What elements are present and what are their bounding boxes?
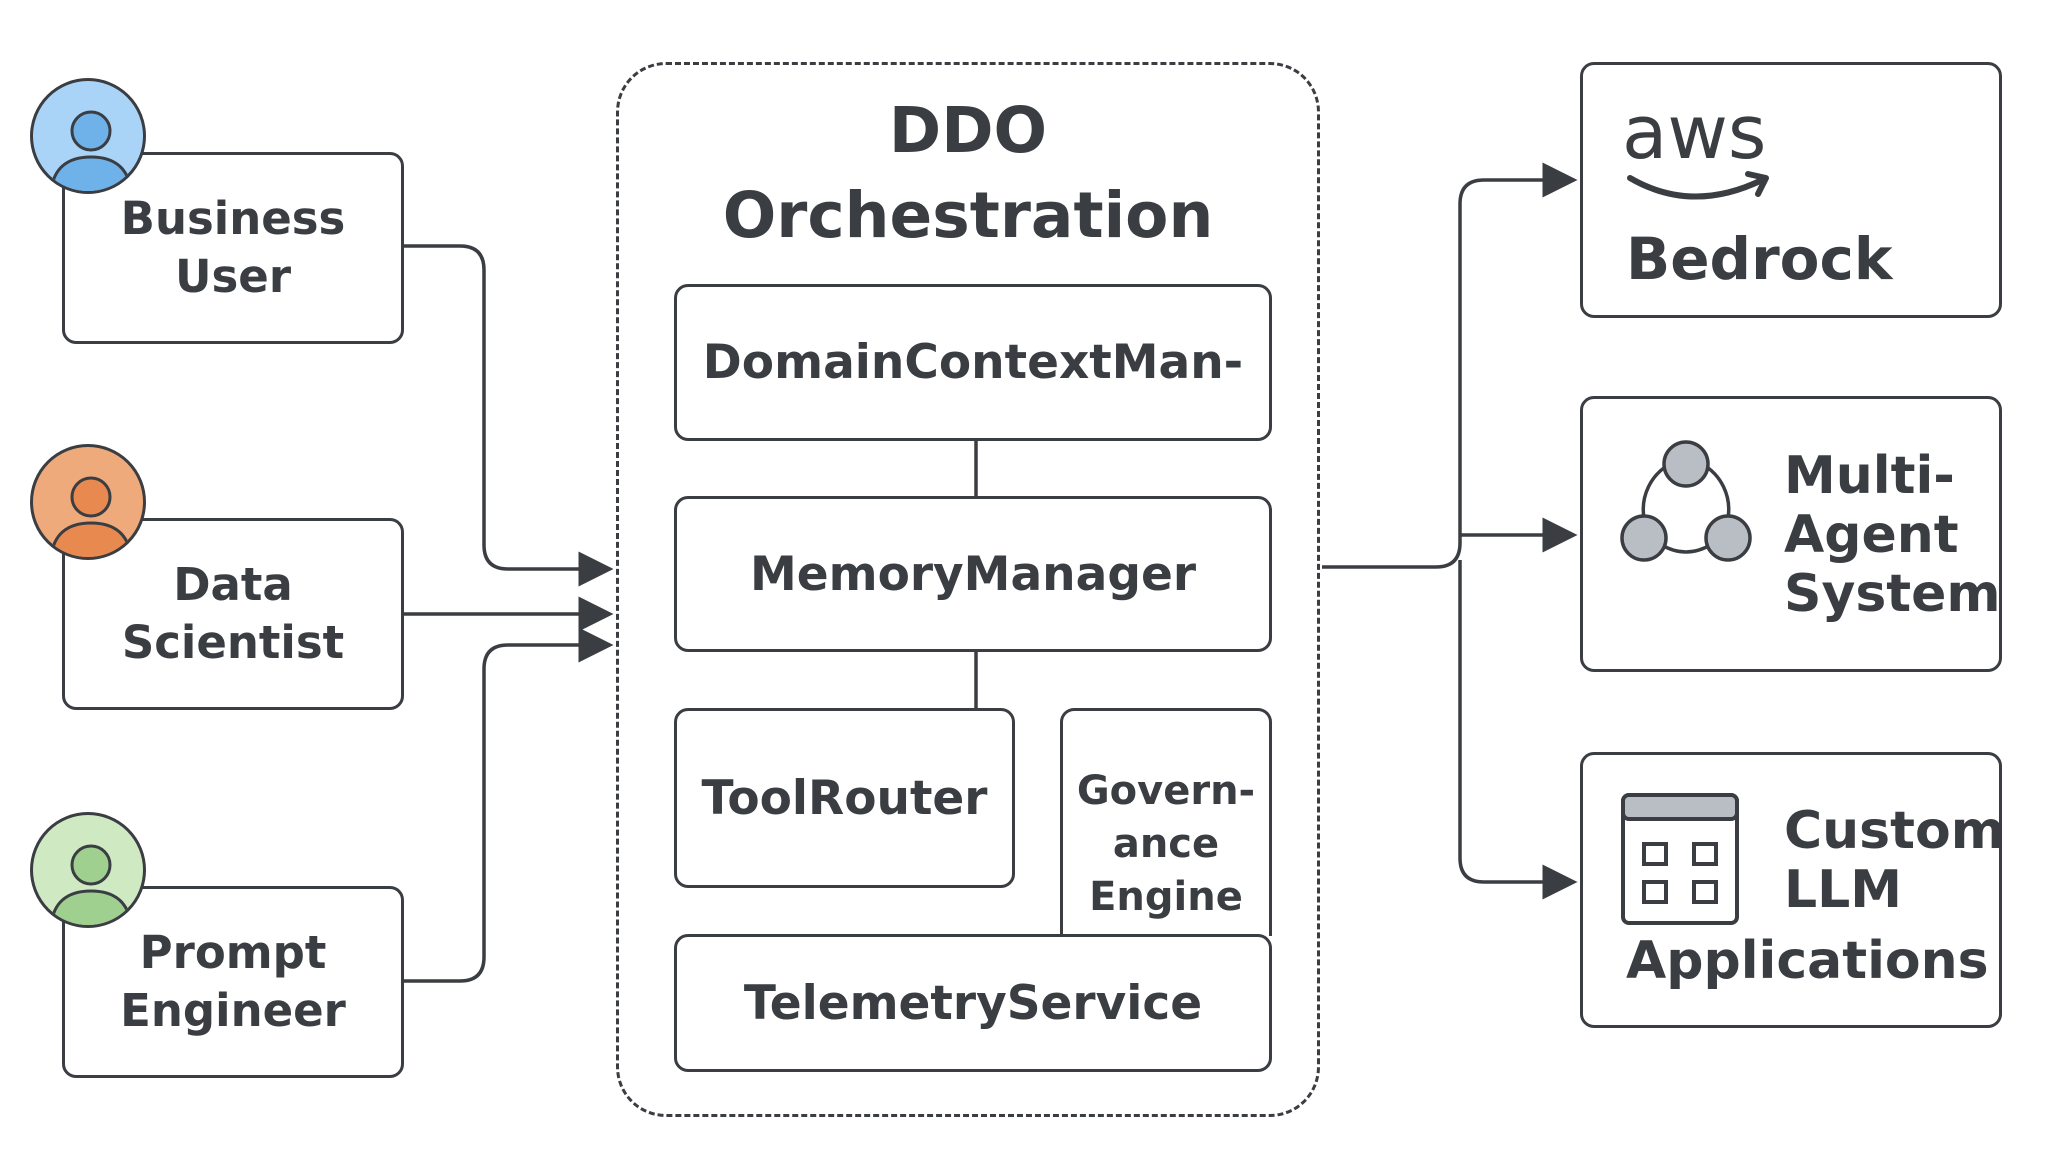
telemetry-service-box[interactable]: TelemetryService xyxy=(674,934,1272,1072)
multi-agent-label-1: Multi- xyxy=(1784,446,1955,506)
business-user-arrow xyxy=(404,244,614,587)
bedrock-label: Bedrock xyxy=(1626,225,1893,293)
data-scientist-label-1: Data xyxy=(173,558,293,611)
prompt-engineer-label-1: Prompt xyxy=(139,926,327,979)
business-user-label-2: User xyxy=(174,250,292,303)
custom-llm-arrow xyxy=(1458,560,1578,900)
business-user-label-1: Business xyxy=(120,192,346,245)
multi-agent-label-2: Agent xyxy=(1784,505,1959,565)
orchestration-title-line-2: Orchestration xyxy=(722,179,1214,252)
data-scientist-label-2: Scientist xyxy=(121,616,345,669)
orchestration-title-line-1: DDO xyxy=(888,94,1048,167)
aws-logo: aws xyxy=(1622,96,1769,200)
tool-router-box[interactable]: ToolRouter xyxy=(674,708,1015,888)
multi-agent-label-3: System xyxy=(1784,564,2001,624)
app-window-icon xyxy=(1621,793,1739,925)
custom-llm-label-2: LLM xyxy=(1784,860,1903,920)
custom-llm-label-1: Custom xyxy=(1784,801,2005,861)
custom-llm-label: Custom LLM xyxy=(1784,802,2005,920)
domain-context-manager-label: DomainContextMan- xyxy=(702,335,1244,390)
governance-engine-box[interactable]: Govern- ance Engine xyxy=(1060,708,1272,936)
governance-label-1: Govern- xyxy=(1076,768,1256,814)
memory-manager-label: MemoryManager xyxy=(749,546,1197,602)
prompt-engineer-avatar xyxy=(30,812,146,928)
aws-logo-text: aws xyxy=(1622,96,1766,176)
custom-llm-label-3: Applications xyxy=(1626,931,1989,991)
memory-manager-box[interactable]: MemoryManager xyxy=(674,496,1272,652)
business-user-avatar xyxy=(30,78,146,194)
multi-agent-label: Multi- Agent System xyxy=(1784,447,2001,624)
prompt-engineer-label-2: Engineer xyxy=(120,984,346,1037)
data-scientist-avatar xyxy=(30,444,146,560)
prompt-engineer-arrow xyxy=(404,627,614,983)
orch-to-targets-trunk xyxy=(1322,162,1578,569)
network-nodes-icon xyxy=(1620,440,1752,562)
orchestration-title: DDO Orchestration xyxy=(616,88,1320,258)
ddo-orchestration-container xyxy=(616,62,1320,1117)
governance-label-2: ance xyxy=(1112,821,1220,867)
governance-label-3: Engine xyxy=(1089,874,1243,920)
domain-context-manager-box[interactable]: DomainContextMan- xyxy=(674,284,1272,441)
telemetry-service-label: TelemetryService xyxy=(743,975,1203,1031)
tool-router-label: ToolRouter xyxy=(701,770,988,826)
